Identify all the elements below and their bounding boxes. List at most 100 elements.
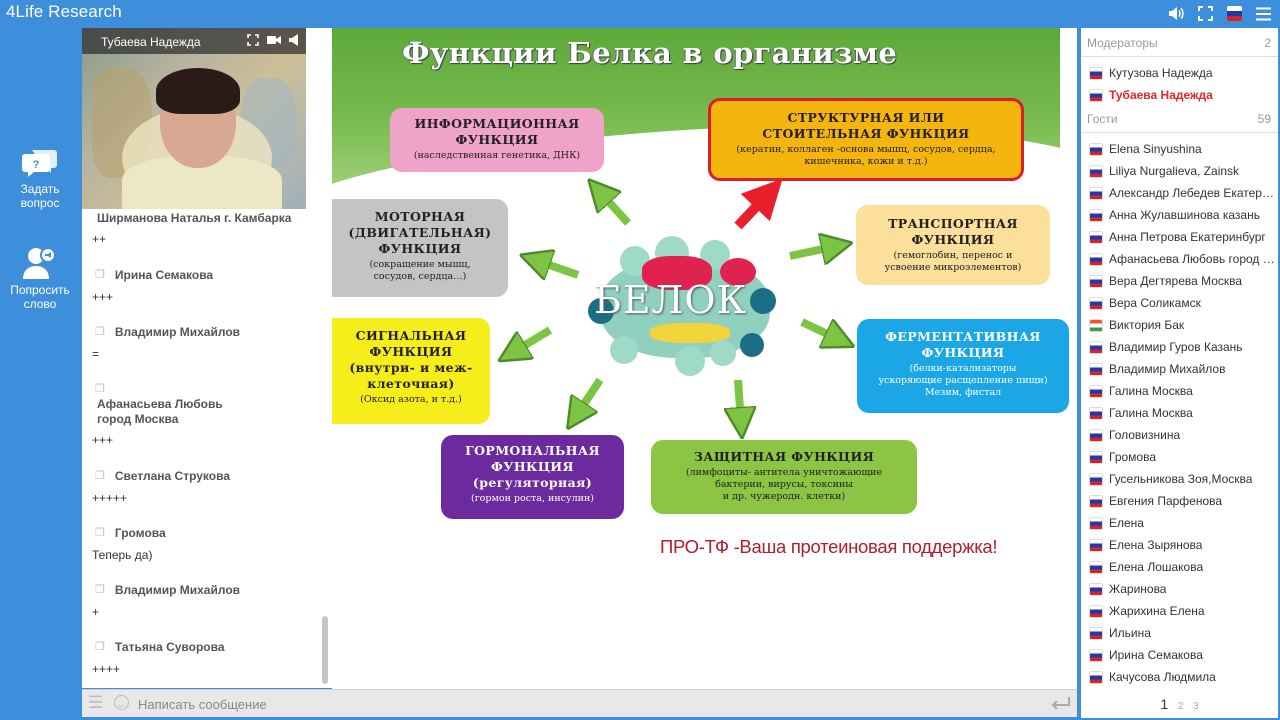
volume-icon[interactable] — [1168, 5, 1185, 22]
copy-icon[interactable]: ❐ — [95, 326, 105, 338]
page-1[interactable]: 1 — [1160, 696, 1169, 712]
video-fullscreen-icon[interactable] — [247, 34, 259, 49]
russia-flag-icon — [1089, 516, 1103, 530]
message-text: +++++ — [92, 491, 128, 505]
guest-pager: 1 2 3 — [1081, 696, 1278, 712]
speaker-person-icon — [23, 247, 56, 279]
page-2[interactable]: 2 — [1177, 701, 1184, 712]
guest-item[interactable]: Александр Лебедев Екатеринбург — [1089, 186, 1275, 200]
guest-item[interactable]: Галина Москва — [1089, 406, 1275, 420]
guest-item[interactable]: Головизнина — [1089, 428, 1275, 442]
russia-flag-icon — [1089, 406, 1103, 420]
transport-function-box: ТРАНСПОРТНАЯ ФУНКЦИЯ (гемоглобин, перено… — [856, 205, 1050, 285]
russia-flag-icon — [1089, 88, 1103, 102]
russia-flag-icon — [1089, 648, 1103, 662]
russia-flag-icon — [1089, 164, 1103, 178]
russia-flag-icon — [1089, 670, 1103, 684]
guest-item[interactable]: Вера Соликамск — [1089, 296, 1275, 310]
request-word-button[interactable]: Попросить слово — [0, 245, 80, 311]
russia-flag-icon — [1089, 362, 1103, 376]
language-flag-icon[interactable] — [1226, 5, 1243, 22]
guest-item[interactable]: Евгения Парфенова — [1089, 494, 1275, 508]
page-3[interactable]: 3 — [1193, 701, 1199, 712]
guest-item[interactable]: Афанасьева Любовь город Москва — [1089, 252, 1275, 266]
moderator-item[interactable]: Кутузова Надежда — [1089, 66, 1275, 80]
protein-label: БЕЛОК — [594, 278, 747, 322]
message-text: ++ — [92, 232, 107, 246]
speaker-icon[interactable] — [289, 34, 300, 49]
guest-item[interactable]: Виктория Бак — [1089, 318, 1275, 332]
request-word-label-2: слово — [23, 297, 57, 311]
chat-message: ❐Татьяна Суворова ++++ — [82, 640, 317, 676]
guest-item[interactable]: Владимир Гуров Казань — [1089, 340, 1275, 354]
guest-item[interactable]: Ильина — [1089, 626, 1275, 640]
guest-item[interactable]: Жарихина Елена — [1089, 604, 1275, 618]
moderator-item-active[interactable]: Тубаева Надежда — [1089, 88, 1275, 102]
chat-message: ❐Владимир Михайлов = — [82, 325, 317, 361]
message-input[interactable] — [138, 693, 1018, 715]
moderators-count: 2 — [1264, 36, 1271, 50]
chat-menu-icon[interactable]: ☰ — [88, 693, 104, 713]
chat-scrollbar[interactable] — [322, 616, 328, 684]
guest-item[interactable]: Жаринова — [1089, 582, 1275, 596]
guest-item[interactable]: Качусова Людмила — [1089, 670, 1275, 684]
emoji-icon[interactable] — [114, 695, 129, 710]
chat-input-bar: ☰ — [82, 689, 1077, 717]
enzyme-function-box: ФЕРМЕНТАТИВНАЯ ФУНКЦИЯ (белки-катализато… — [857, 319, 1069, 413]
guest-item[interactable]: Elena Sinyushina — [1089, 142, 1275, 156]
presenter-video[interactable]: Тубаева Надежда — [82, 28, 306, 209]
guest-item[interactable]: Елена Зырянова — [1089, 538, 1275, 552]
russia-flag-icon — [1089, 428, 1103, 442]
menu-icon[interactable] — [1255, 5, 1272, 22]
message-author: Громова — [114, 526, 166, 540]
guest-item[interactable]: Елена — [1089, 516, 1275, 530]
chat-message: ❐ Афанасьева Любовь город Москва +++ — [82, 382, 317, 447]
participants-panel: Модераторы 2 Кутузова Надежда Тубаева На… — [1081, 28, 1278, 718]
russia-flag-icon — [1089, 582, 1103, 596]
guest-item[interactable]: Ирина Семакова — [1089, 648, 1275, 662]
russia-flag-icon — [1089, 340, 1103, 354]
russia-flag-icon — [1089, 472, 1103, 486]
guest-item[interactable]: Елена Лошакова — [1089, 560, 1275, 574]
russia-flag-icon — [1089, 384, 1103, 398]
guest-item[interactable]: Гусельникова Зоя,Москва — [1089, 472, 1275, 486]
hungary-flag-icon — [1089, 318, 1103, 332]
chat-message: Ширманова Наталья г. Камбарка ++ — [82, 211, 317, 246]
guest-item[interactable]: Liliya Nurgalieva, Zainsk — [1089, 164, 1275, 178]
guest-item[interactable]: Анна Петрова Екатеринбург — [1089, 230, 1275, 244]
presentation-area: Функции Белка в организме ИНФОРМАЦИОННАЯ… — [332, 28, 1077, 689]
copy-icon[interactable]: ❐ — [95, 470, 105, 482]
copy-icon[interactable]: ❐ — [95, 584, 105, 596]
message-text: +++ — [92, 433, 114, 447]
message-text: + — [92, 605, 100, 619]
send-enter-icon[interactable] — [1051, 694, 1071, 715]
request-word-label-1: Попросить — [10, 283, 70, 297]
russia-flag-icon — [1089, 626, 1103, 640]
copy-icon[interactable]: ❐ — [95, 641, 105, 653]
copy-icon[interactable]: ❐ — [95, 527, 105, 539]
guests-label: Гости — [1087, 112, 1118, 126]
message-author: Светлана Струкова — [114, 469, 231, 483]
message-author: Ирина Семакова — [114, 268, 214, 282]
question-chat-icon: ? — [22, 150, 57, 177]
russia-flag-icon — [1089, 450, 1103, 464]
chat-message-list: Ширманова Наталья г. Камбарка ++ ❐ Ирина … — [82, 209, 322, 688]
camera-icon[interactable] — [267, 34, 281, 49]
guest-item[interactable]: Владимир Михайлов — [1089, 362, 1275, 376]
guest-item[interactable]: Вера Дегтярева Москва — [1089, 274, 1275, 288]
copy-icon[interactable]: ❐ — [95, 383, 105, 395]
russia-flag-icon — [1089, 494, 1103, 508]
chat-message: ❐ Светлана Струкова +++++ — [82, 469, 317, 505]
guest-item[interactable]: Громова — [1089, 450, 1275, 464]
structural-function-box: СТРУКТУРНАЯ ИЛИ СТОИТЕЛЬНАЯ ФУНКЦИЯ (кер… — [708, 98, 1024, 181]
russia-flag-icon — [1089, 296, 1103, 310]
moderators-header: Модераторы 2 — [1087, 36, 1271, 50]
fullscreen-icon[interactable] — [1197, 5, 1214, 22]
chat-message: ❐Ирина Семакова +++ — [82, 268, 317, 304]
ask-question-button[interactable]: ? Задать вопрос — [0, 148, 80, 210]
copy-icon[interactable]: ❐ — [95, 269, 105, 281]
guest-item[interactable]: Галина Москва — [1089, 384, 1275, 398]
message-author: Афанасьева Любовь город Москва — [97, 397, 223, 426]
guest-item[interactable]: Анна Жулавшинова казань — [1089, 208, 1275, 222]
chat-message: ❐Владимир Михайлов + — [82, 583, 317, 619]
